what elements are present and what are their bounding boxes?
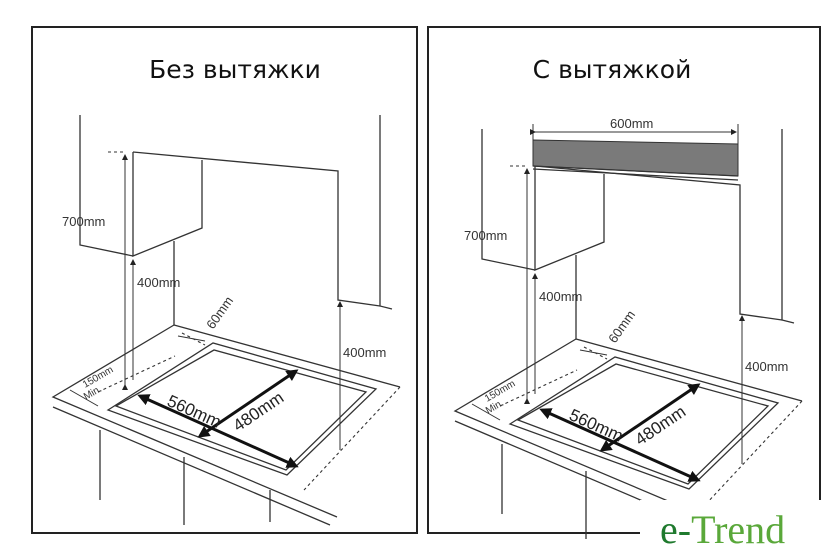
label-400: 400mm — [539, 289, 582, 304]
hob-scene-right: 600mm 700mm 400mm 400mm 60mm 150mm Min. … — [455, 116, 802, 539]
label-560: 560mm — [164, 391, 224, 431]
label-400: 400mm — [137, 275, 180, 290]
label-600: 600mm — [610, 116, 653, 131]
panel-title: Без вытяжки — [149, 55, 321, 84]
label-700: 700mm — [464, 228, 507, 243]
label-60: 60mm — [203, 294, 236, 332]
label-right-400: 400mm — [745, 359, 788, 374]
etrend-logo: e-Trend — [660, 507, 785, 552]
label-700: 700mm — [62, 214, 105, 229]
panel-title: С вытяжкой — [533, 55, 692, 84]
hob-scene-left: 700mm 400mm 400mm 60mm 150mm Min. 560mm … — [53, 115, 400, 525]
label-60: 60mm — [605, 308, 638, 346]
label-right-400: 400mm — [343, 345, 386, 360]
panel-with-hood — [427, 26, 821, 534]
label-560: 560mm — [566, 405, 626, 445]
panel-without-hood — [31, 26, 418, 534]
